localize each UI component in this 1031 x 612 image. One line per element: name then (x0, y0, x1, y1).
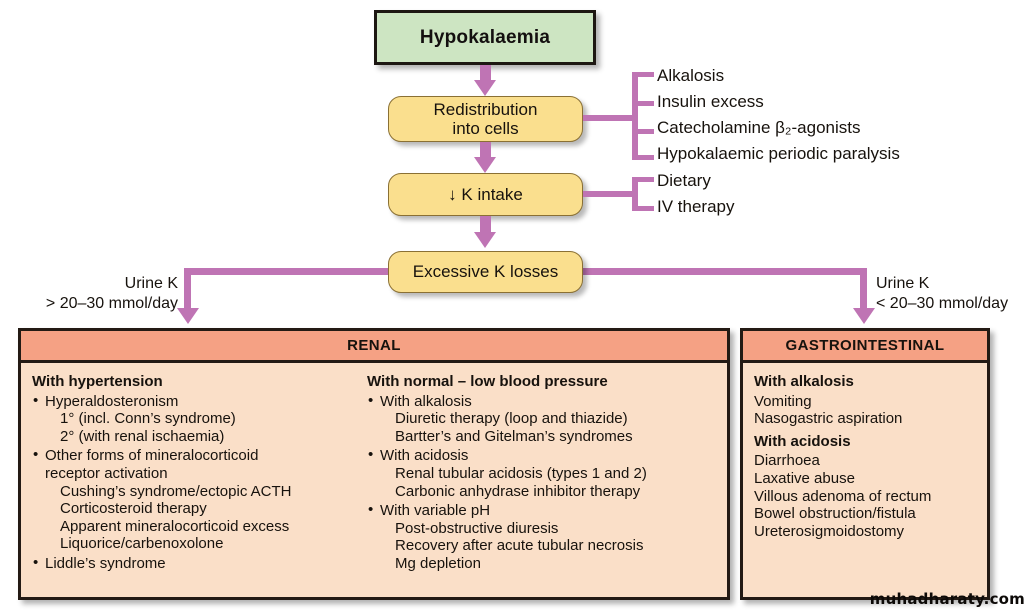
label-urine-k-left: Urine K > 20–30 mmol/day (20, 274, 178, 314)
item-liddles-syndrome: Liddle’s syndrome (32, 554, 367, 573)
item-primary-conns-syndrome: 1° (incl. Conn’s syndrome) (60, 410, 236, 428)
panel-renal-body: With hypertension Hyperaldosteronism 1° … (21, 363, 727, 579)
item-recovery-after-atn: Recovery after acute tubular necrosis (395, 537, 644, 555)
bracket-spine-kintake (632, 177, 638, 211)
node-k-intake-label: ↓ K intake (448, 184, 523, 204)
panel-renal-header: RENAL (21, 331, 727, 363)
node-redistribution-into-cells: Redistribution into cells (388, 96, 583, 142)
bracket-spine-redistribution (632, 72, 638, 160)
connector-kintake-to-losses (480, 216, 491, 233)
connector-split-leg-right (860, 268, 867, 310)
list-item-catecholamine-b2-agonists: Catecholamine β₂-agonists (657, 118, 861, 137)
column-gi-causes: With alkalosis Vomiting Nasogastric aspi… (754, 373, 976, 540)
panel-gastrointestinal: GASTROINTESTINAL With alkalosis Vomiting… (740, 328, 990, 600)
connector-losses-split-bar-right (577, 268, 867, 275)
connector-root-to-redistribution (480, 65, 491, 82)
item-bowel-obstruction-fistula: Bowel obstruction/fistula (754, 505, 916, 523)
item-apparent-mineralocorticoid-excess: Apparent mineralocorticoid excess (60, 517, 290, 535)
bracket-stub-alkalosis (632, 72, 654, 77)
label-urine-k-right-line1: Urine K (876, 275, 930, 292)
node-redistribution-line2: into cells (452, 119, 519, 138)
item-hyperaldosteronism: Hyperaldosteronism (32, 392, 367, 411)
item-renal-tubular-acidosis: Renal tubular acidosis (types 1 and 2) (395, 464, 647, 482)
node-redistribution-label: Redistribution into cells (434, 100, 538, 138)
item-with-acidosis: With acidosis (367, 446, 716, 465)
panel-renal-title: RENAL (347, 337, 401, 354)
item-diarrhoea: Diarrhoea (754, 452, 820, 470)
bracket-stub-periodic-paralysis (632, 155, 654, 160)
node-k-intake: ↓ K intake (388, 173, 583, 216)
watermark: muhadharaty.com (869, 590, 1025, 608)
connector-redistribution-to-kintake (480, 142, 491, 158)
list-intake-causes: Dietary IV therapy (657, 168, 735, 220)
arrowhead-kintake-to-losses (474, 232, 496, 248)
item-vomiting: Vomiting (754, 392, 812, 410)
list-item-iv-therapy: IV therapy (657, 197, 735, 216)
list-item-insulin-excess: Insulin excess (657, 92, 764, 111)
list-item-alkalosis: Alkalosis (657, 66, 725, 85)
panel-gastrointestinal-body: With alkalosis Vomiting Nasogastric aspi… (743, 363, 987, 546)
arrowhead-root-to-redistribution (474, 80, 496, 96)
bracket-stub-dietary (632, 177, 654, 182)
item-villous-adenoma-of-rectum: Villous adenoma of rectum (754, 487, 932, 505)
panel-gastrointestinal-header: GASTROINTESTINAL (743, 331, 987, 363)
label-urine-k-left-line2: > 20–30 mmol/day (45, 295, 178, 312)
column-with-normal-low-bp-heading: With normal – low blood pressure (367, 373, 608, 390)
item-bartters-gitelmans: Bartter’s and Gitelman’s syndromes (395, 427, 633, 445)
item-secondary-renal-ischaemia: 2° (with renal ischaemia) (60, 427, 225, 445)
item-laxative-abuse: Laxative abuse (754, 469, 855, 487)
connector-kintake-to-causes (583, 191, 635, 197)
item-cushings-ectopic-acth: Cushing’s syndrome/ectopic ACTH (60, 482, 292, 500)
list-redistribution-causes: Alkalosis Insulin excess Catecholamine β… (657, 63, 900, 167)
connector-redistribution-to-causes (583, 115, 635, 121)
item-corticosteroid-therapy: Corticosteroid therapy (60, 500, 207, 518)
item-liquorice-carbenoxolone: Liquorice/carbenoxolone (60, 535, 224, 553)
label-urine-k-right: Urine K < 20–30 mmol/day (876, 274, 1008, 314)
arrowhead-to-gastrointestinal-panel (853, 308, 875, 324)
arrowhead-redistribution-to-kintake (474, 157, 496, 173)
item-ureterosigmoidostomy: Ureterosigmoidostomy (754, 522, 905, 540)
item-post-obstructive-diuresis: Post-obstructive diuresis (395, 519, 559, 537)
bracket-stub-catecholamine (632, 129, 654, 134)
arrowhead-to-renal-panel (177, 308, 199, 324)
connector-split-leg-left (184, 268, 191, 310)
item-carbonic-anhydrase-inhibitor: Carbonic anhydrase inhibitor therapy (395, 482, 641, 500)
column-with-hypertension: With hypertension Hyperaldosteronism 1° … (32, 373, 367, 573)
label-urine-k-left-line1: Urine K (124, 275, 178, 292)
bracket-stub-insulin-excess (632, 101, 654, 106)
column-with-normal-low-bp: With normal – low blood pressure With al… (367, 373, 716, 573)
label-urine-k-right-line2: < 20–30 mmol/day (876, 295, 1009, 312)
node-excessive-k-losses-label: Excessive K losses (412, 262, 559, 282)
node-excessive-k-losses: Excessive K losses (388, 251, 583, 293)
item-mg-depletion: Mg depletion (395, 554, 481, 572)
item-other-mineralocorticoid-forms: Other forms of mineralocorticoid (32, 446, 367, 465)
column-with-hypertension-heading: With hypertension (32, 373, 163, 390)
gi-heading-with-acidosis: With acidosis (754, 432, 851, 450)
item-nasogastric-aspiration: Nasogastric aspiration (754, 410, 903, 428)
node-hypokalaemia: Hypokalaemia (374, 10, 596, 65)
node-redistribution-line1: Redistribution (433, 99, 538, 119)
panel-renal: RENAL With hypertension Hyperaldosteroni… (18, 328, 730, 600)
panel-gastrointestinal-title: GASTROINTESTINAL (785, 337, 945, 354)
item-with-alkalosis: With alkalosis (367, 392, 716, 411)
list-item-dietary: Dietary (657, 171, 711, 190)
item-diuretic-therapy: Diuretic therapy (loop and thiazide) (395, 410, 628, 428)
node-hypokalaemia-label: Hypokalaemia (419, 26, 551, 48)
gi-heading-with-alkalosis: With alkalosis (754, 373, 854, 390)
item-receptor-activation: receptor activation (45, 464, 168, 482)
list-item-hypokalaemic-periodic-paralysis: Hypokalaemic periodic paralysis (657, 144, 900, 163)
connector-losses-split-bar-left (184, 268, 394, 275)
bracket-stub-iv-therapy (632, 206, 654, 211)
item-with-variable-ph: With variable pH (367, 501, 716, 520)
